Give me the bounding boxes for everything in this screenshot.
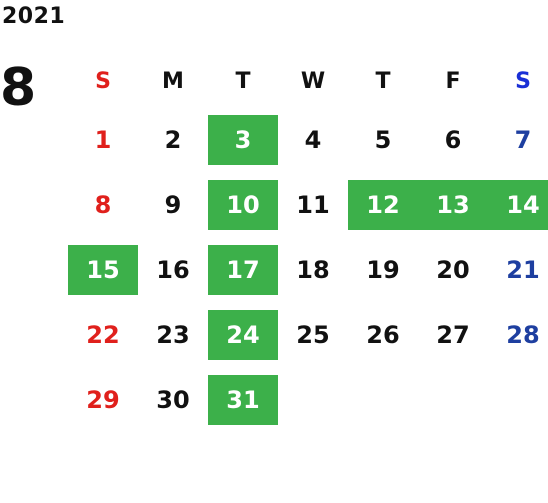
day-cell-highlighted: 24	[208, 309, 278, 360]
day-cell: 11	[296, 190, 330, 219]
weekday-header-row: S M T W T F S	[68, 55, 548, 107]
day-cell: 19	[366, 255, 400, 284]
weekday-monday: M	[162, 68, 184, 94]
week-row: 22 23 24 25 26 27 28	[68, 302, 548, 367]
year-label: 2021	[2, 4, 66, 29]
day-cell: 7	[514, 125, 532, 154]
day-cell-highlighted: 10	[208, 179, 278, 230]
day-cell: 25	[296, 320, 330, 349]
day-cell: 28	[506, 320, 540, 349]
day-cell-highlighted: 3	[208, 114, 278, 165]
weekday-friday: F	[445, 68, 461, 94]
day-cell-highlighted: 12	[348, 179, 418, 230]
day-cell: 9	[164, 190, 182, 219]
day-cell: 1	[94, 125, 112, 154]
day-cell: 5	[374, 125, 392, 154]
weekday-thursday: T	[375, 68, 391, 94]
day-cell-highlighted: 31	[208, 374, 278, 425]
day-cell-highlighted: 14	[488, 179, 548, 230]
day-cell-highlighted: 13	[418, 179, 488, 230]
day-cell-highlighted: 17	[208, 244, 278, 295]
week-row: 29 30 31	[68, 367, 548, 432]
weekday-tuesday: T	[235, 68, 251, 94]
day-cell: 2	[164, 125, 182, 154]
weekday-saturday: S	[515, 68, 531, 94]
weekday-wednesday: W	[300, 68, 326, 94]
day-cell: 16	[156, 255, 190, 284]
day-cell: 29	[86, 385, 120, 414]
day-cell: 18	[296, 255, 330, 284]
weekday-sunday: S	[95, 68, 111, 94]
day-cell: 22	[86, 320, 120, 349]
day-cell: 6	[444, 125, 462, 154]
day-cell: 27	[436, 320, 470, 349]
day-cell: 30	[156, 385, 190, 414]
week-row: 15 16 17 18 19 20 21	[68, 237, 548, 302]
day-cell: 8	[94, 190, 112, 219]
day-cell: 4	[304, 125, 322, 154]
day-cell-highlighted: 15	[68, 244, 138, 295]
day-cell: 20	[436, 255, 470, 284]
month-label: 8	[0, 58, 37, 118]
day-cell: 26	[366, 320, 400, 349]
day-cell: 21	[506, 255, 540, 284]
day-cell: 23	[156, 320, 190, 349]
